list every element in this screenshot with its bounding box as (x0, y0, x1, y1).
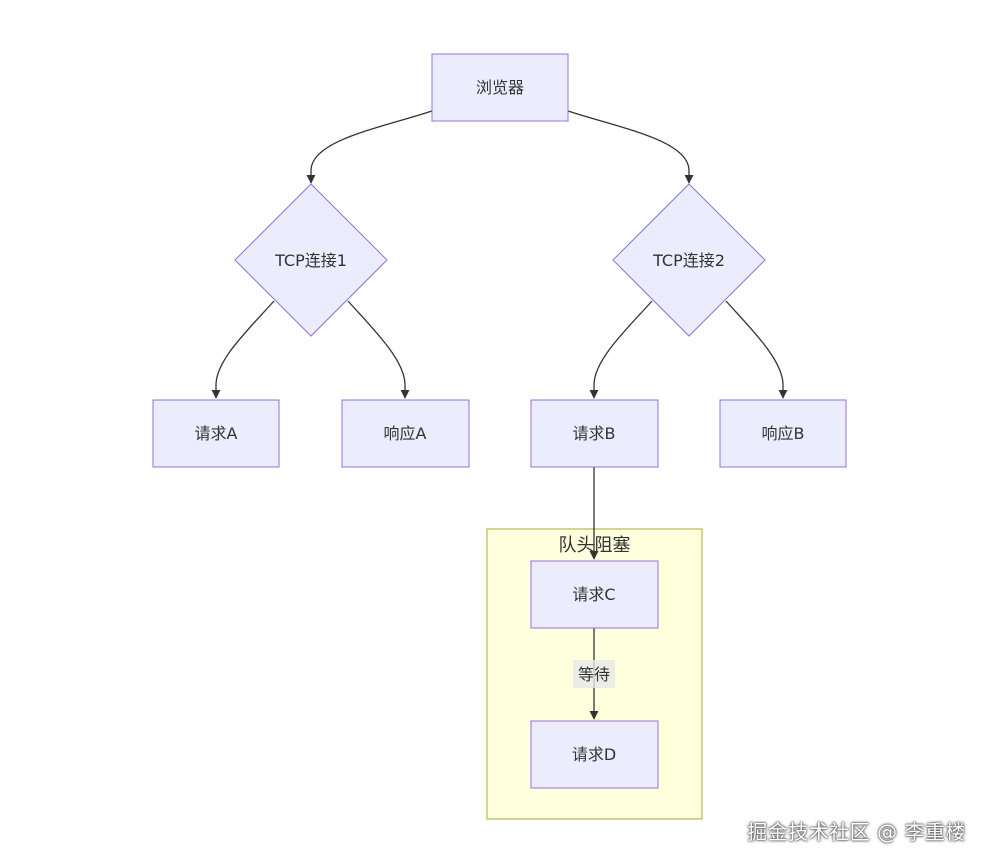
node-resA-label: 响应A (384, 424, 427, 443)
edge-tcp1-resA (347, 300, 410, 399)
node-resA: 响应A (341, 399, 470, 468)
edge-tcp2-reqB (589, 300, 653, 399)
node-reqB: 请求B (530, 399, 659, 468)
node-reqC-label: 请求C (572, 585, 615, 604)
node-reqD: 请求D (530, 720, 659, 789)
node-reqA: 请求A (152, 399, 280, 468)
watermark: 掘金技术社区 @ 李重楼 (747, 820, 966, 844)
node-reqC: 请求C (530, 560, 659, 629)
edge-label-wait-text: 等待 (578, 665, 610, 684)
node-tcp2: TCP连接2 (612, 183, 766, 337)
node-browser-label: 浏览器 (476, 78, 524, 97)
edge-tcp1-reqA (211, 300, 275, 399)
node-resB-label: 响应B (762, 424, 805, 443)
edge-tcp2-resB (725, 300, 788, 399)
node-reqA-label: 请求A (195, 424, 238, 443)
node-reqD-label: 请求D (572, 745, 616, 764)
node-tcp1-label: TCP连接1 (274, 251, 347, 270)
edge-label-wait: 等待 (573, 660, 615, 688)
edge-browser-tcp1 (306, 110, 433, 184)
node-resB: 响应B (719, 399, 847, 468)
node-reqB-label: 请求B (573, 424, 616, 443)
node-browser: 浏览器 (431, 53, 569, 122)
node-tcp2-label: TCP连接2 (652, 251, 725, 270)
node-tcp1: TCP连接1 (234, 183, 388, 337)
edge-browser-tcp2 (567, 110, 694, 184)
